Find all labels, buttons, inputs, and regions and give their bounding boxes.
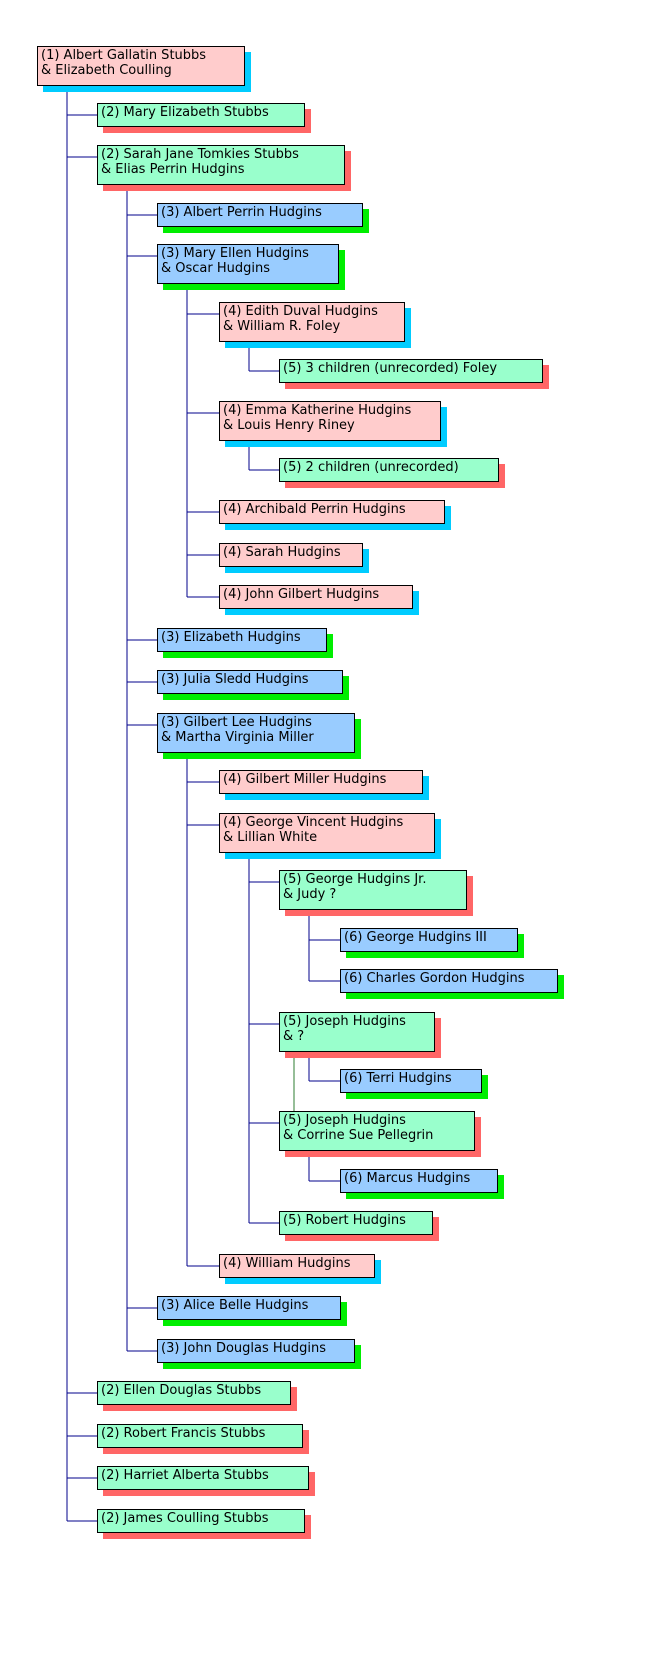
node-elizabeth-hudgins: (3) Elizabeth Hudgins bbox=[157, 628, 327, 652]
node-archibald-perrin-hudgins: (4) Archibald Perrin Hudgins bbox=[219, 500, 445, 524]
node-sarah-hudgins: (4) Sarah Hudgins bbox=[219, 543, 363, 567]
node-albert-gallatin-stubbs: (1) Albert Gallatin Stubbs & Elizabeth C… bbox=[37, 46, 245, 86]
node-line-1: (4) William Hudgins bbox=[223, 1256, 351, 1271]
node-charles-gordon-hudgins: (6) Charles Gordon Hudgins bbox=[340, 969, 558, 993]
node-george-hudgins-iii: (6) George Hudgins III bbox=[340, 928, 518, 952]
node-line-2: & ? bbox=[283, 1029, 305, 1044]
node-alice-belle-hudgins: (3) Alice Belle Hudgins bbox=[157, 1296, 341, 1320]
node-line-2: & Corrine Sue Pellegrin bbox=[283, 1128, 434, 1143]
node-line-1: (2) Robert Francis Stubbs bbox=[101, 1426, 266, 1441]
node-line-2: & Elias Perrin Hudgins bbox=[101, 162, 245, 177]
node-john-gilbert-hudgins: (4) John Gilbert Hudgins bbox=[219, 585, 413, 609]
node-line-1: (3) Gilbert Lee Hudgins bbox=[161, 715, 312, 730]
node-line-2: & Lillian White bbox=[223, 830, 318, 845]
node-line-2: & Elizabeth Coulling bbox=[41, 63, 172, 78]
node-emma-katherine-hudgins: (4) Emma Katherine Hudgins & Louis Henry… bbox=[219, 401, 441, 441]
node-joseph-hudgins-1: (5) Joseph Hudgins & ? bbox=[279, 1012, 435, 1052]
node-ellen-douglas-stubbs: (2) Ellen Douglas Stubbs bbox=[97, 1381, 291, 1405]
node-line-1: (3) Albert Perrin Hudgins bbox=[161, 205, 322, 220]
node-harriet-alberta-stubbs: (2) Harriet Alberta Stubbs bbox=[97, 1466, 309, 1490]
node-line-1: (6) Charles Gordon Hudgins bbox=[344, 971, 525, 986]
node-3-children-foley: (5) 3 children (unrecorded) Foley bbox=[279, 359, 543, 383]
node-line-1: (4) Edith Duval Hudgins bbox=[223, 304, 378, 319]
node-george-hudgins-jr: (5) George Hudgins Jr. & Judy ? bbox=[279, 870, 467, 910]
node-line-1: (3) Julia Sledd Hudgins bbox=[161, 672, 309, 687]
node-albert-perrin-hudgins: (3) Albert Perrin Hudgins bbox=[157, 203, 363, 227]
node-edith-duval-hudgins: (4) Edith Duval Hudgins & William R. Fol… bbox=[219, 302, 405, 342]
node-line-1: (5) Joseph Hudgins bbox=[283, 1113, 406, 1128]
node-line-2: & Louis Henry Riney bbox=[223, 418, 355, 433]
node-line-2: & Judy ? bbox=[283, 887, 337, 902]
node-line-1: (2) Sarah Jane Tomkies Stubbs bbox=[101, 147, 299, 162]
node-sarah-jane-tomkies-stubbs: (2) Sarah Jane Tomkies Stubbs & Elias Pe… bbox=[97, 145, 345, 185]
node-line-1: (1) Albert Gallatin Stubbs bbox=[41, 48, 207, 63]
node-line-1: (3) Alice Belle Hudgins bbox=[161, 1298, 309, 1313]
node-line-1: (5) Robert Hudgins bbox=[283, 1213, 406, 1228]
node-line-1: (5) George Hudgins Jr. bbox=[283, 872, 427, 887]
node-line-1: (4) John Gilbert Hudgins bbox=[223, 587, 380, 602]
node-mary-elizabeth-stubbs: (2) Mary Elizabeth Stubbs bbox=[97, 103, 305, 127]
node-line-1: (2) Mary Elizabeth Stubbs bbox=[101, 105, 269, 120]
node-robert-hudgins: (5) Robert Hudgins bbox=[279, 1211, 433, 1235]
node-george-vincent-hudgins: (4) George Vincent Hudgins & Lillian Whi… bbox=[219, 813, 435, 853]
node-james-coulling-stubbs: (2) James Coulling Stubbs bbox=[97, 1509, 305, 1533]
node-line-1: (2) James Coulling Stubbs bbox=[101, 1511, 269, 1526]
node-line-1: (5) 3 children (unrecorded) Foley bbox=[283, 361, 498, 376]
node-mary-ellen-hudgins: (3) Mary Ellen Hudgins & Oscar Hudgins bbox=[157, 244, 339, 284]
node-gilbert-lee-hudgins: (3) Gilbert Lee Hudgins & Martha Virgini… bbox=[157, 713, 355, 753]
node-line-1: (6) Terri Hudgins bbox=[344, 1071, 452, 1086]
node-line-1: (5) Joseph Hudgins bbox=[283, 1014, 406, 1029]
node-john-douglas-hudgins: (3) John Douglas Hudgins bbox=[157, 1339, 355, 1363]
node-line-1: (4) Emma Katherine Hudgins bbox=[223, 403, 412, 418]
node-line-1: (2) Harriet Alberta Stubbs bbox=[101, 1468, 269, 1483]
node-line-1: (4) Sarah Hudgins bbox=[223, 545, 341, 560]
node-line-1: (6) Marcus Hudgins bbox=[344, 1171, 471, 1186]
node-robert-francis-stubbs: (2) Robert Francis Stubbs bbox=[97, 1424, 303, 1448]
node-line-1: (2) Ellen Douglas Stubbs bbox=[101, 1383, 262, 1398]
node-william-hudgins: (4) William Hudgins bbox=[219, 1254, 375, 1278]
node-gilbert-miller-hudgins: (4) Gilbert Miller Hudgins bbox=[219, 770, 423, 794]
node-line-1: (4) George Vincent Hudgins bbox=[223, 815, 404, 830]
node-line-1: (3) John Douglas Hudgins bbox=[161, 1341, 327, 1356]
node-joseph-hudgins-2: (5) Joseph Hudgins & Corrine Sue Pellegr… bbox=[279, 1111, 475, 1151]
node-line-1: (3) Elizabeth Hudgins bbox=[161, 630, 301, 645]
node-line-1: (4) Archibald Perrin Hudgins bbox=[223, 502, 406, 517]
node-line-1: (6) George Hudgins III bbox=[344, 930, 487, 945]
node-marcus-hudgins: (6) Marcus Hudgins bbox=[340, 1169, 498, 1193]
node-julia-sledd-hudgins: (3) Julia Sledd Hudgins bbox=[157, 670, 343, 694]
node-2-children-unrecorded: (5) 2 children (unrecorded) bbox=[279, 458, 499, 482]
node-line-1: (5) 2 children (unrecorded) bbox=[283, 460, 459, 475]
node-line-1: (4) Gilbert Miller Hudgins bbox=[223, 772, 387, 787]
node-line-2: & William R. Foley bbox=[223, 319, 341, 334]
node-terri-hudgins: (6) Terri Hudgins bbox=[340, 1069, 482, 1093]
node-line-1: (3) Mary Ellen Hudgins bbox=[161, 246, 309, 261]
node-line-2: & Oscar Hudgins bbox=[161, 261, 271, 276]
node-line-2: & Martha Virginia Miller bbox=[161, 730, 314, 745]
